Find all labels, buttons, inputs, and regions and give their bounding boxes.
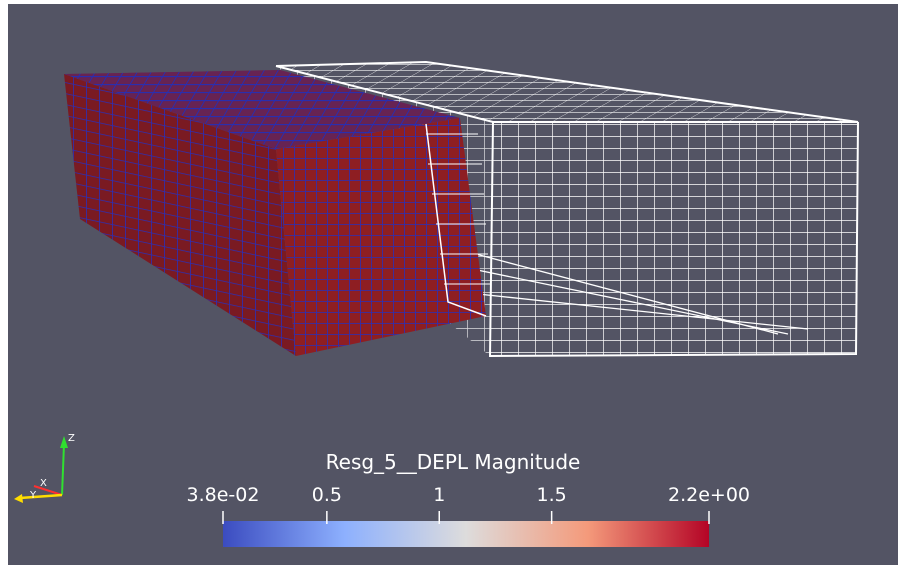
x-axis-line bbox=[33, 485, 63, 496]
wireframe-front-overlay bbox=[425, 123, 490, 317]
deformed-mesh bbox=[64, 70, 486, 356]
orientation-axes-widget[interactable] bbox=[14, 436, 68, 503]
z-axis-arrow bbox=[60, 436, 68, 448]
y-axis-arrow bbox=[14, 494, 23, 503]
colorbar-tick-label: 0.5 bbox=[311, 484, 342, 506]
x-axis-label: X bbox=[40, 478, 47, 489]
3d-scene[interactable] bbox=[8, 4, 898, 565]
render-view[interactable]: Resg_5__DEPL Magnitude 3.8e-02 0.5 1 1.5 2.2… bbox=[8, 4, 898, 565]
colorbar-tick-label: 1 bbox=[433, 484, 446, 506]
color-legend[interactable] bbox=[222, 511, 710, 547]
colorbar-tick-label: 2.2e+00 bbox=[667, 484, 751, 506]
z-axis-label: Z bbox=[68, 433, 75, 444]
colorbar-tick-label: 3.8e-02 bbox=[186, 484, 260, 506]
y-axis-line bbox=[19, 493, 63, 500]
colorbar-title: Resg_5__DEPL Magnitude bbox=[325, 450, 581, 474]
y-axis-label: Y bbox=[30, 490, 37, 501]
colorbar-tick-label: 1.5 bbox=[536, 484, 567, 506]
z-axis-line bbox=[61, 443, 65, 496]
colorbar-gradient bbox=[223, 521, 709, 547]
